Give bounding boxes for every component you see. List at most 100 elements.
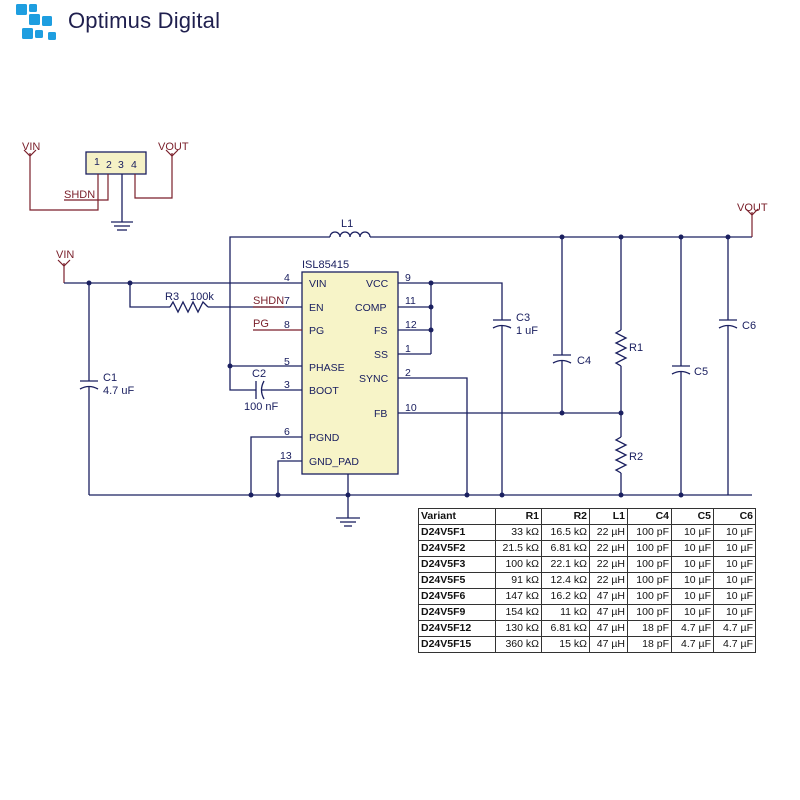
ic-pin-num-2: 2 — [405, 367, 411, 379]
value-cell: 21.5 kΩ — [495, 540, 542, 557]
value-cell: 18 pF — [627, 636, 672, 653]
ic-name: ISL85415 — [302, 259, 349, 271]
c3-label: C3 — [516, 312, 530, 324]
optimus-digital-logo: Optimus Digital — [16, 2, 276, 46]
ic-pin-ss: SS — [374, 349, 388, 361]
value-cell: 91 kΩ — [495, 572, 542, 589]
header-r2: R2 — [541, 508, 590, 525]
r3-label: R3 — [165, 291, 179, 303]
value-cell: 10 µF — [671, 604, 714, 621]
value-cell: 100 pF — [627, 540, 672, 557]
brand-name: Optimus Digital — [68, 8, 221, 33]
value-cell: 47 µH — [589, 620, 628, 637]
header-c5: C5 — [671, 508, 714, 525]
c6-label: C6 — [742, 320, 756, 332]
header-c4: C4 — [627, 508, 672, 525]
header-pin-2: 2 — [106, 159, 112, 171]
variant-cell: D24V5F3 — [418, 556, 496, 573]
value-cell: 100 pF — [627, 588, 672, 605]
value-cell: 10 µF — [713, 588, 756, 605]
net-vin-main: VIN — [56, 249, 74, 261]
value-cell: 4.7 µF — [713, 636, 756, 653]
variant-cell: D24V5F15 — [418, 636, 496, 653]
ic-pin-num-7: 7 — [284, 295, 290, 307]
value-cell: 4.7 µF — [671, 620, 714, 637]
header-c6: C6 — [713, 508, 756, 525]
value-cell: 100 pF — [627, 572, 672, 589]
ic-pin-num-3: 3 — [284, 379, 290, 391]
ic-isl85415: ISL85415 — [301, 259, 399, 475]
value-cell: 16.5 kΩ — [541, 524, 590, 541]
value-cell: 100 pF — [627, 524, 672, 541]
ic-pin-pgnd: PGND — [309, 432, 340, 444]
value-cell: 100 pF — [627, 604, 672, 621]
value-cell: 33 kΩ — [495, 524, 542, 541]
ic-pin-num-6: 6 — [284, 426, 290, 438]
r2-label: R2 — [629, 451, 643, 463]
c2-value: 100 nF — [244, 401, 279, 413]
header-r1: R1 — [495, 508, 542, 525]
value-cell: 47 µH — [589, 588, 628, 605]
value-cell: 22 µH — [589, 572, 628, 589]
value-cell: 12.4 kΩ — [541, 572, 590, 589]
value-cell: 10 µF — [671, 524, 714, 541]
c5-label: C5 — [694, 366, 708, 378]
net-shdn-header: SHDN — [64, 189, 95, 201]
ic-pin-comp: COMP — [355, 302, 387, 314]
r3-value: 100k — [190, 291, 214, 303]
variant-cell: D24V5F1 — [418, 524, 496, 541]
header-pin-1: 1 — [94, 156, 100, 168]
variant-cell: D24V5F9 — [418, 604, 496, 621]
c1-label: C1 — [103, 372, 117, 384]
net-pg: PG — [253, 318, 269, 330]
value-cell: 10 µF — [713, 556, 756, 573]
variant-cell: D24V5F2 — [418, 540, 496, 557]
header-connector: 1 2 3 4 — [85, 151, 147, 175]
value-cell: 6.81 kΩ — [541, 620, 590, 637]
value-cell: 22 µH — [589, 556, 628, 573]
ic-pin-num-1: 1 — [405, 343, 411, 355]
ic-pin-phase: PHASE — [309, 362, 345, 374]
value-cell: 4.7 µF — [713, 620, 756, 637]
value-cell: 100 kΩ — [495, 556, 542, 573]
value-cell: 18 pF — [627, 620, 672, 637]
value-cell: 10 µF — [671, 588, 714, 605]
header-pin-4: 4 — [131, 159, 137, 171]
net-shdn-en: SHDN — [253, 295, 284, 307]
value-cell: 16.2 kΩ — [541, 588, 590, 605]
ic-pin-boot: BOOT — [309, 385, 339, 397]
ic-pin-num-5: 5 — [284, 356, 290, 368]
value-cell: 100 pF — [627, 556, 672, 573]
value-cell: 47 µH — [589, 604, 628, 621]
value-cell: 22 µH — [589, 540, 628, 557]
r1-label: R1 — [629, 342, 643, 354]
c2-label: C2 — [252, 368, 266, 380]
ic-pin-vin: VIN — [309, 278, 327, 290]
value-cell: 10 µF — [713, 524, 756, 541]
value-cell: 10 µF — [671, 540, 714, 557]
ic-pin-fs: FS — [374, 325, 387, 337]
value-cell: 47 µH — [589, 636, 628, 653]
value-cell: 10 µF — [713, 604, 756, 621]
value-cell: 10 µF — [671, 556, 714, 573]
value-cell: 10 µF — [671, 572, 714, 589]
value-cell: 154 kΩ — [495, 604, 542, 621]
ic-pin-num-10: 10 — [405, 402, 417, 414]
value-cell: 4.7 µF — [671, 636, 714, 653]
value-cell: 10 µF — [713, 572, 756, 589]
header-variant: Variant — [418, 508, 496, 525]
ground-symbol-main — [336, 517, 360, 527]
ground-symbol-header — [111, 221, 133, 231]
ic-pin-num-8: 8 — [284, 319, 290, 331]
ic-pin-num-4: 4 — [284, 272, 290, 284]
value-cell: 360 kΩ — [495, 636, 542, 653]
